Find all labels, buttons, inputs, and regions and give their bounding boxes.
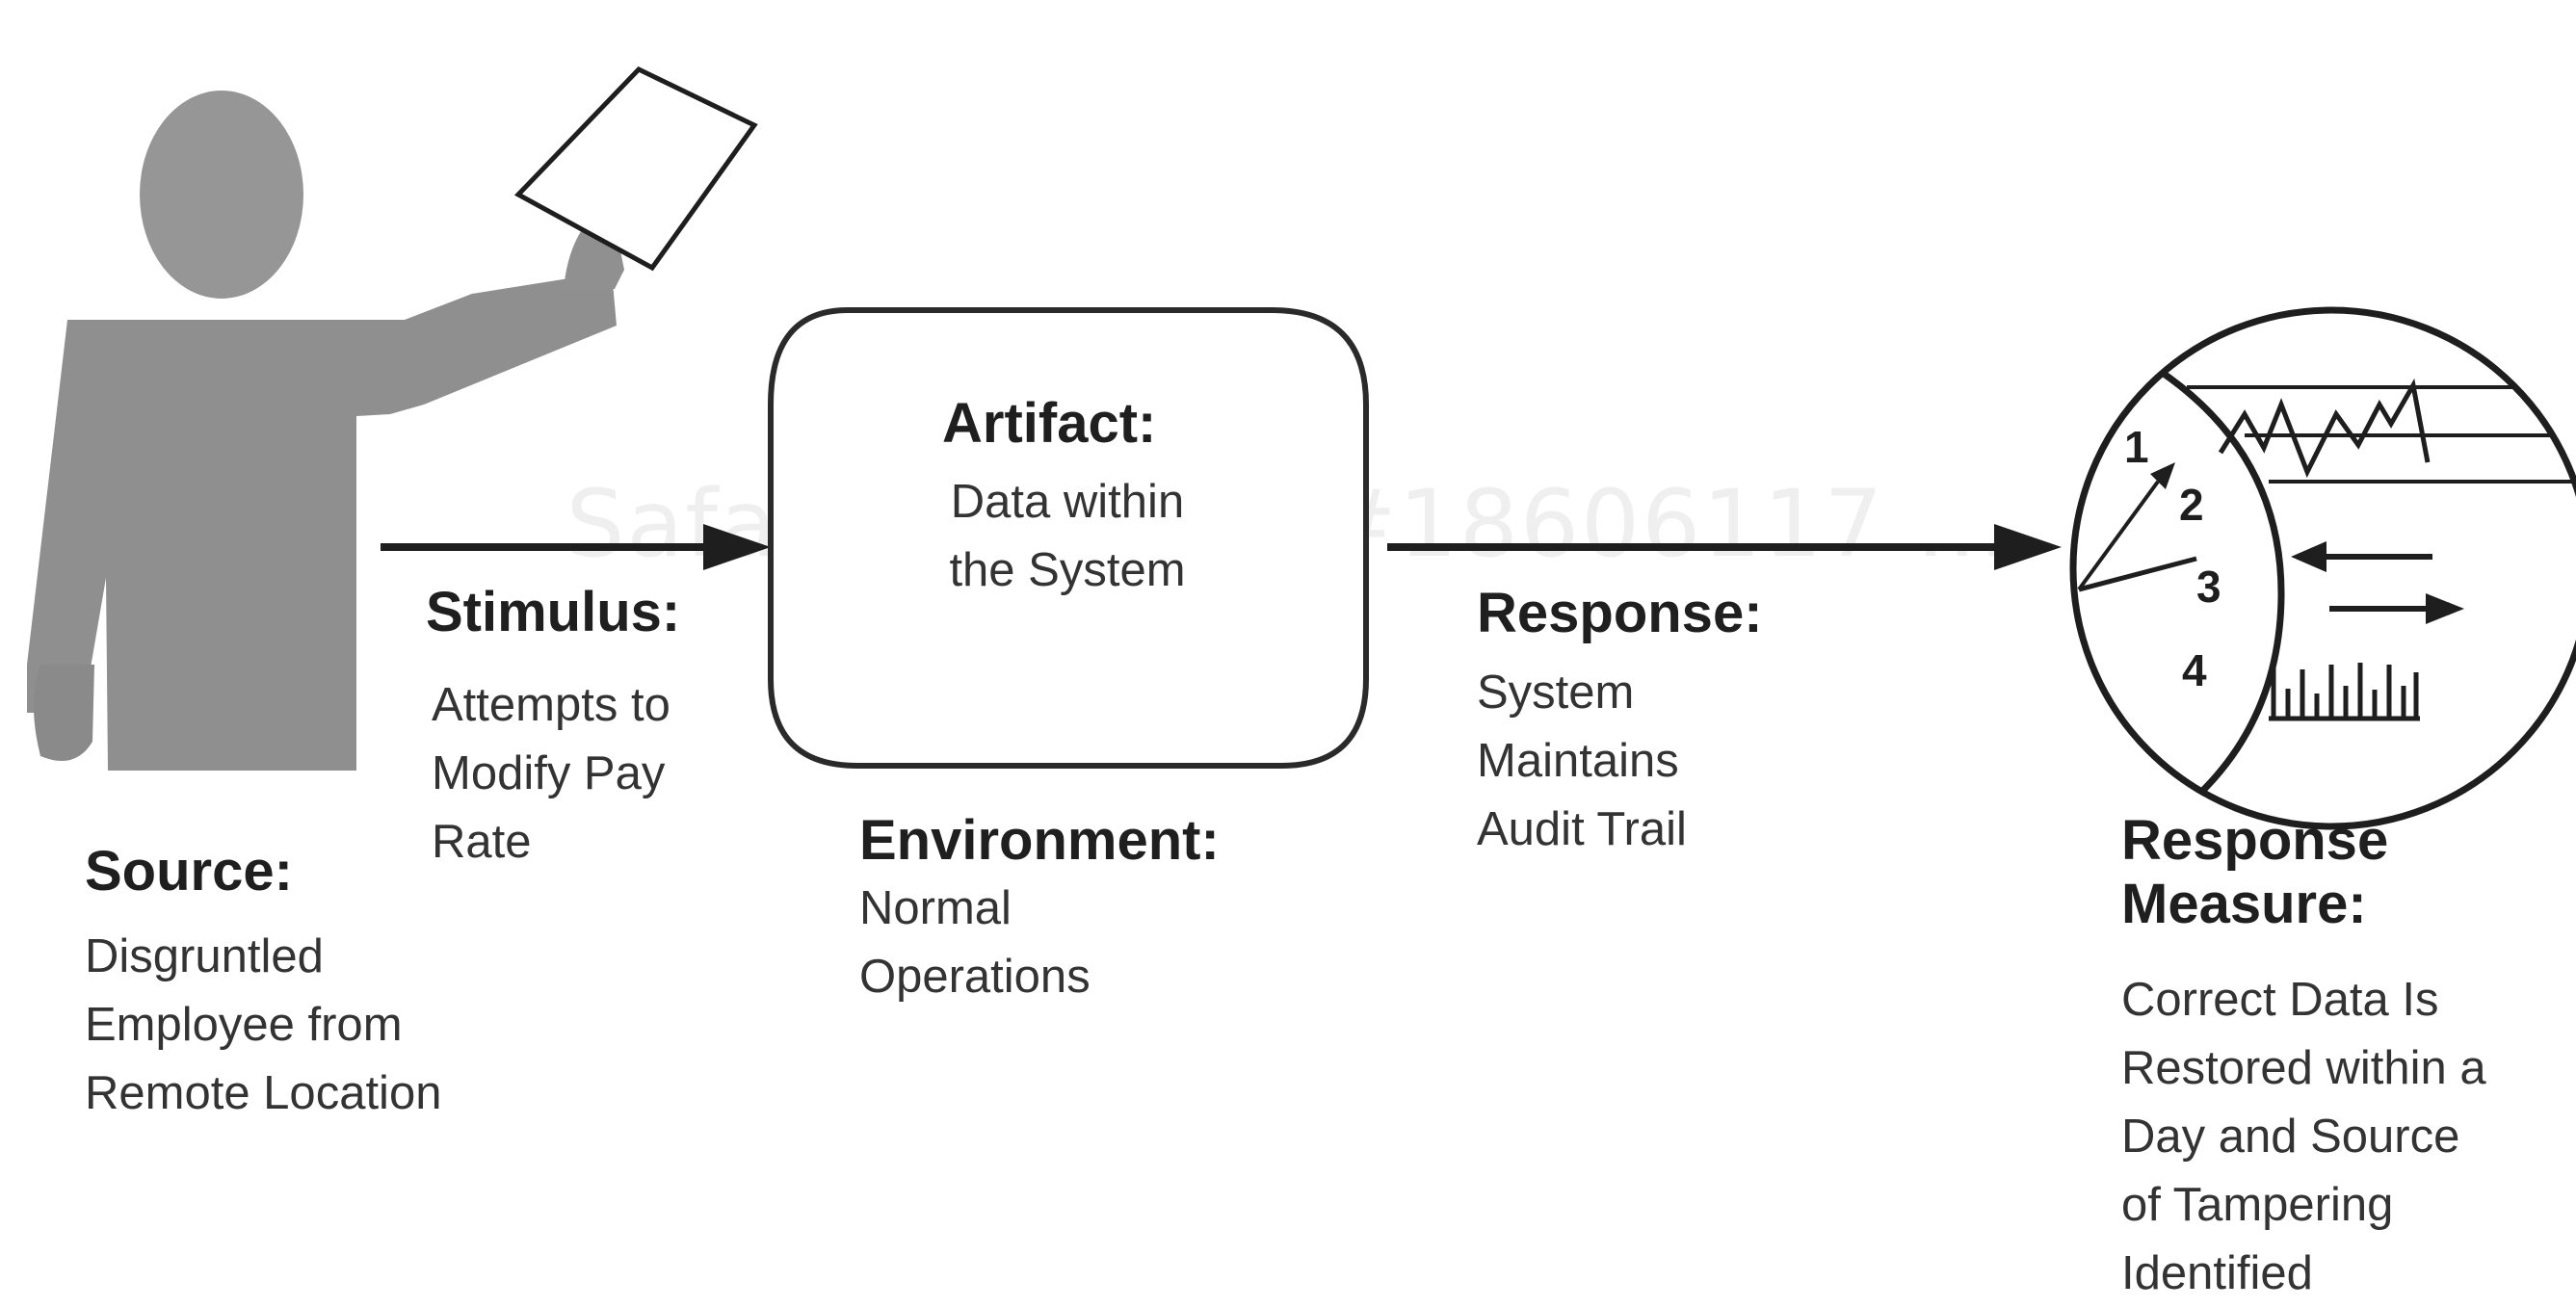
stimulus-heading: Stimulus: xyxy=(426,581,681,643)
arrow-artifact-to-measure xyxy=(1387,524,2062,570)
artifact-description: Data within the System xyxy=(949,476,1186,596)
stimulus-description: Attempts to Modify Pay Rate xyxy=(432,679,670,868)
environment-heading: Environment: xyxy=(859,809,1220,872)
response-measure-description: Correct Data Is Restored within a Day an… xyxy=(2121,974,2486,1299)
response-heading: Response: xyxy=(1477,582,1763,644)
gauge-number-3: 3 xyxy=(2196,562,2221,612)
person-figure-icon xyxy=(27,91,624,771)
response-measure-gauge-icon: 1 2 3 4 xyxy=(2069,306,2576,830)
response-description: System Maintains Audit Trail xyxy=(1477,667,1687,855)
source-description: Disgruntled Employee from Remote Locatio… xyxy=(85,930,442,1119)
gauge-number-1: 1 xyxy=(2124,422,2149,472)
artifact-box xyxy=(768,307,1369,769)
gauge-number-4: 4 xyxy=(2182,645,2207,695)
gauge-number-2: 2 xyxy=(2179,480,2204,530)
arrow-source-to-artifact xyxy=(381,524,771,570)
response-measure-heading: Response Measure: xyxy=(2121,809,2389,935)
environment-description: Normal Operations xyxy=(859,882,1091,1003)
paper-sheet-icon xyxy=(513,65,758,272)
artifact-heading: Artifact: xyxy=(942,392,1157,455)
source-heading: Source: xyxy=(85,840,293,903)
